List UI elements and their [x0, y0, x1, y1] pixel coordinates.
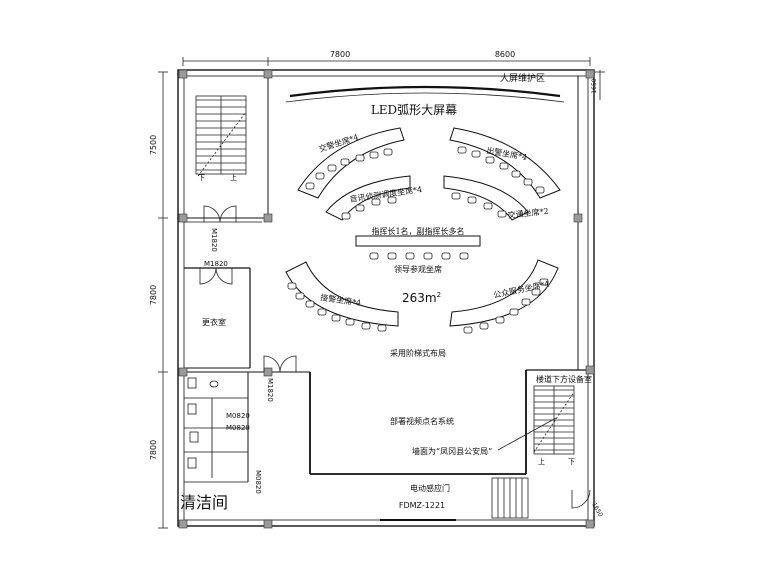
- seat-39: [509, 308, 519, 316]
- seat-23: [387, 252, 397, 260]
- structural-columns: [178, 69, 595, 529]
- dim-left-3: 7800: [149, 440, 158, 460]
- label-layout-note: 采用阶梯式布局: [390, 348, 446, 358]
- seat-34: [361, 322, 371, 330]
- door-m0820-b: M0820: [226, 424, 250, 432]
- seat-38: [495, 316, 505, 324]
- door-m0820-a: M0820: [226, 412, 250, 420]
- dim-top-right: 8600: [495, 50, 515, 59]
- label-area: 263m2: [402, 291, 441, 305]
- seat-20: [483, 202, 493, 210]
- dim-top-left: 7800: [330, 50, 350, 59]
- stair-br-down: 下: [568, 458, 575, 466]
- seat-29: [295, 292, 305, 300]
- doors: M1820 M1820 M1820 M0820 M0820 M0820 FDMZ…: [199, 205, 604, 521]
- seat-19: [467, 196, 477, 204]
- seat-26: [441, 252, 451, 260]
- seat-31: [317, 308, 327, 316]
- seat-1: [315, 172, 325, 180]
- room-door-note: 电动感应门: [410, 483, 450, 493]
- seat-12: [523, 178, 533, 186]
- seat-4: [355, 154, 365, 162]
- door-m0820-c: M0820: [254, 470, 262, 494]
- seat-41: [531, 288, 541, 296]
- seat-5: [369, 151, 379, 159]
- seat-13: [535, 186, 545, 194]
- seat-16: [371, 198, 381, 206]
- led-screen: 大屏维护区 LED弧形大屏幕: [285, 72, 565, 117]
- seat-25: [423, 252, 433, 260]
- seat-40: [521, 298, 531, 306]
- seat-15: [355, 204, 365, 212]
- room-wall-note: 墙面为“凤冈县公安局”: [412, 446, 492, 456]
- door-m1820-a: M1820: [210, 228, 218, 252]
- room-cleaning: 清洁间: [180, 493, 228, 512]
- seat-27: [459, 252, 469, 260]
- screen-title: LED弧形大屏幕: [371, 103, 457, 117]
- label-command: 指挥长1名，副指挥长多名: [371, 226, 464, 236]
- seat-28: [287, 282, 297, 290]
- label-left-bottom: 接警坐席*4: [320, 292, 362, 308]
- seat-24: [405, 252, 415, 260]
- seat-7: [457, 146, 467, 154]
- room-locker: 更衣室: [202, 317, 226, 327]
- seat-8: [471, 150, 481, 158]
- seat-30: [305, 300, 315, 308]
- seat-18: [451, 192, 461, 200]
- seat-6: [383, 148, 393, 156]
- room-video-system: 部署视频点名系统: [390, 416, 454, 426]
- seat-11: [511, 170, 521, 178]
- seat-14: [341, 212, 351, 220]
- seat-21: [497, 210, 507, 218]
- seat-33: [345, 318, 355, 326]
- stair-tl-down: 下: [198, 174, 205, 182]
- label-leader: 领导参观坐席: [394, 264, 442, 274]
- door-m1820-c: M1820: [266, 378, 274, 402]
- door-m1820-b: M1820: [204, 260, 228, 268]
- seats: [287, 146, 549, 334]
- screen-top-label: 大屏维护区: [500, 72, 545, 84]
- stair-br-up: 上: [538, 457, 545, 466]
- seat-17: [387, 196, 397, 204]
- dim-left-1: 7500: [149, 135, 158, 155]
- seat-0: [305, 182, 315, 190]
- seat-42: [539, 278, 549, 286]
- label-dengyong: 交通坐席*2: [507, 206, 549, 220]
- seat-3: [340, 158, 350, 166]
- door-fdm: FDMZ-1221: [399, 501, 445, 510]
- stair-tl-up: 上: [230, 173, 237, 182]
- seat-32: [331, 314, 341, 322]
- seat-10: [499, 162, 509, 170]
- seat-2: [327, 164, 337, 172]
- staircase-top-left: 下 上: [195, 95, 247, 182]
- toilet-fixtures: [187, 377, 219, 469]
- room-equipment: 楼道下方设备室: [536, 374, 592, 384]
- seat-35: [377, 324, 387, 332]
- dim-left-2: 7800: [149, 285, 158, 305]
- staircase-bottom-right: 上 下: [533, 385, 575, 466]
- door-right-frame: 1650: [590, 502, 604, 519]
- seat-9: [485, 156, 495, 164]
- label-yinxin: 音讯侦测调度坐席*4: [349, 184, 423, 204]
- entrance-steps: [491, 477, 529, 519]
- seat-22: [369, 252, 379, 260]
- seat-rows: [285, 127, 561, 327]
- room-labels: 更衣室 清洁间 楼道下方设备室 部署视频点名系统 墙面为“凤冈县公安局” 电动感…: [180, 317, 592, 512]
- label-right-bottom: 公众服务坐席*4: [492, 278, 550, 300]
- exterior-walls: [177, 69, 595, 527]
- seat-36: [463, 326, 473, 334]
- seat-37: [479, 322, 489, 330]
